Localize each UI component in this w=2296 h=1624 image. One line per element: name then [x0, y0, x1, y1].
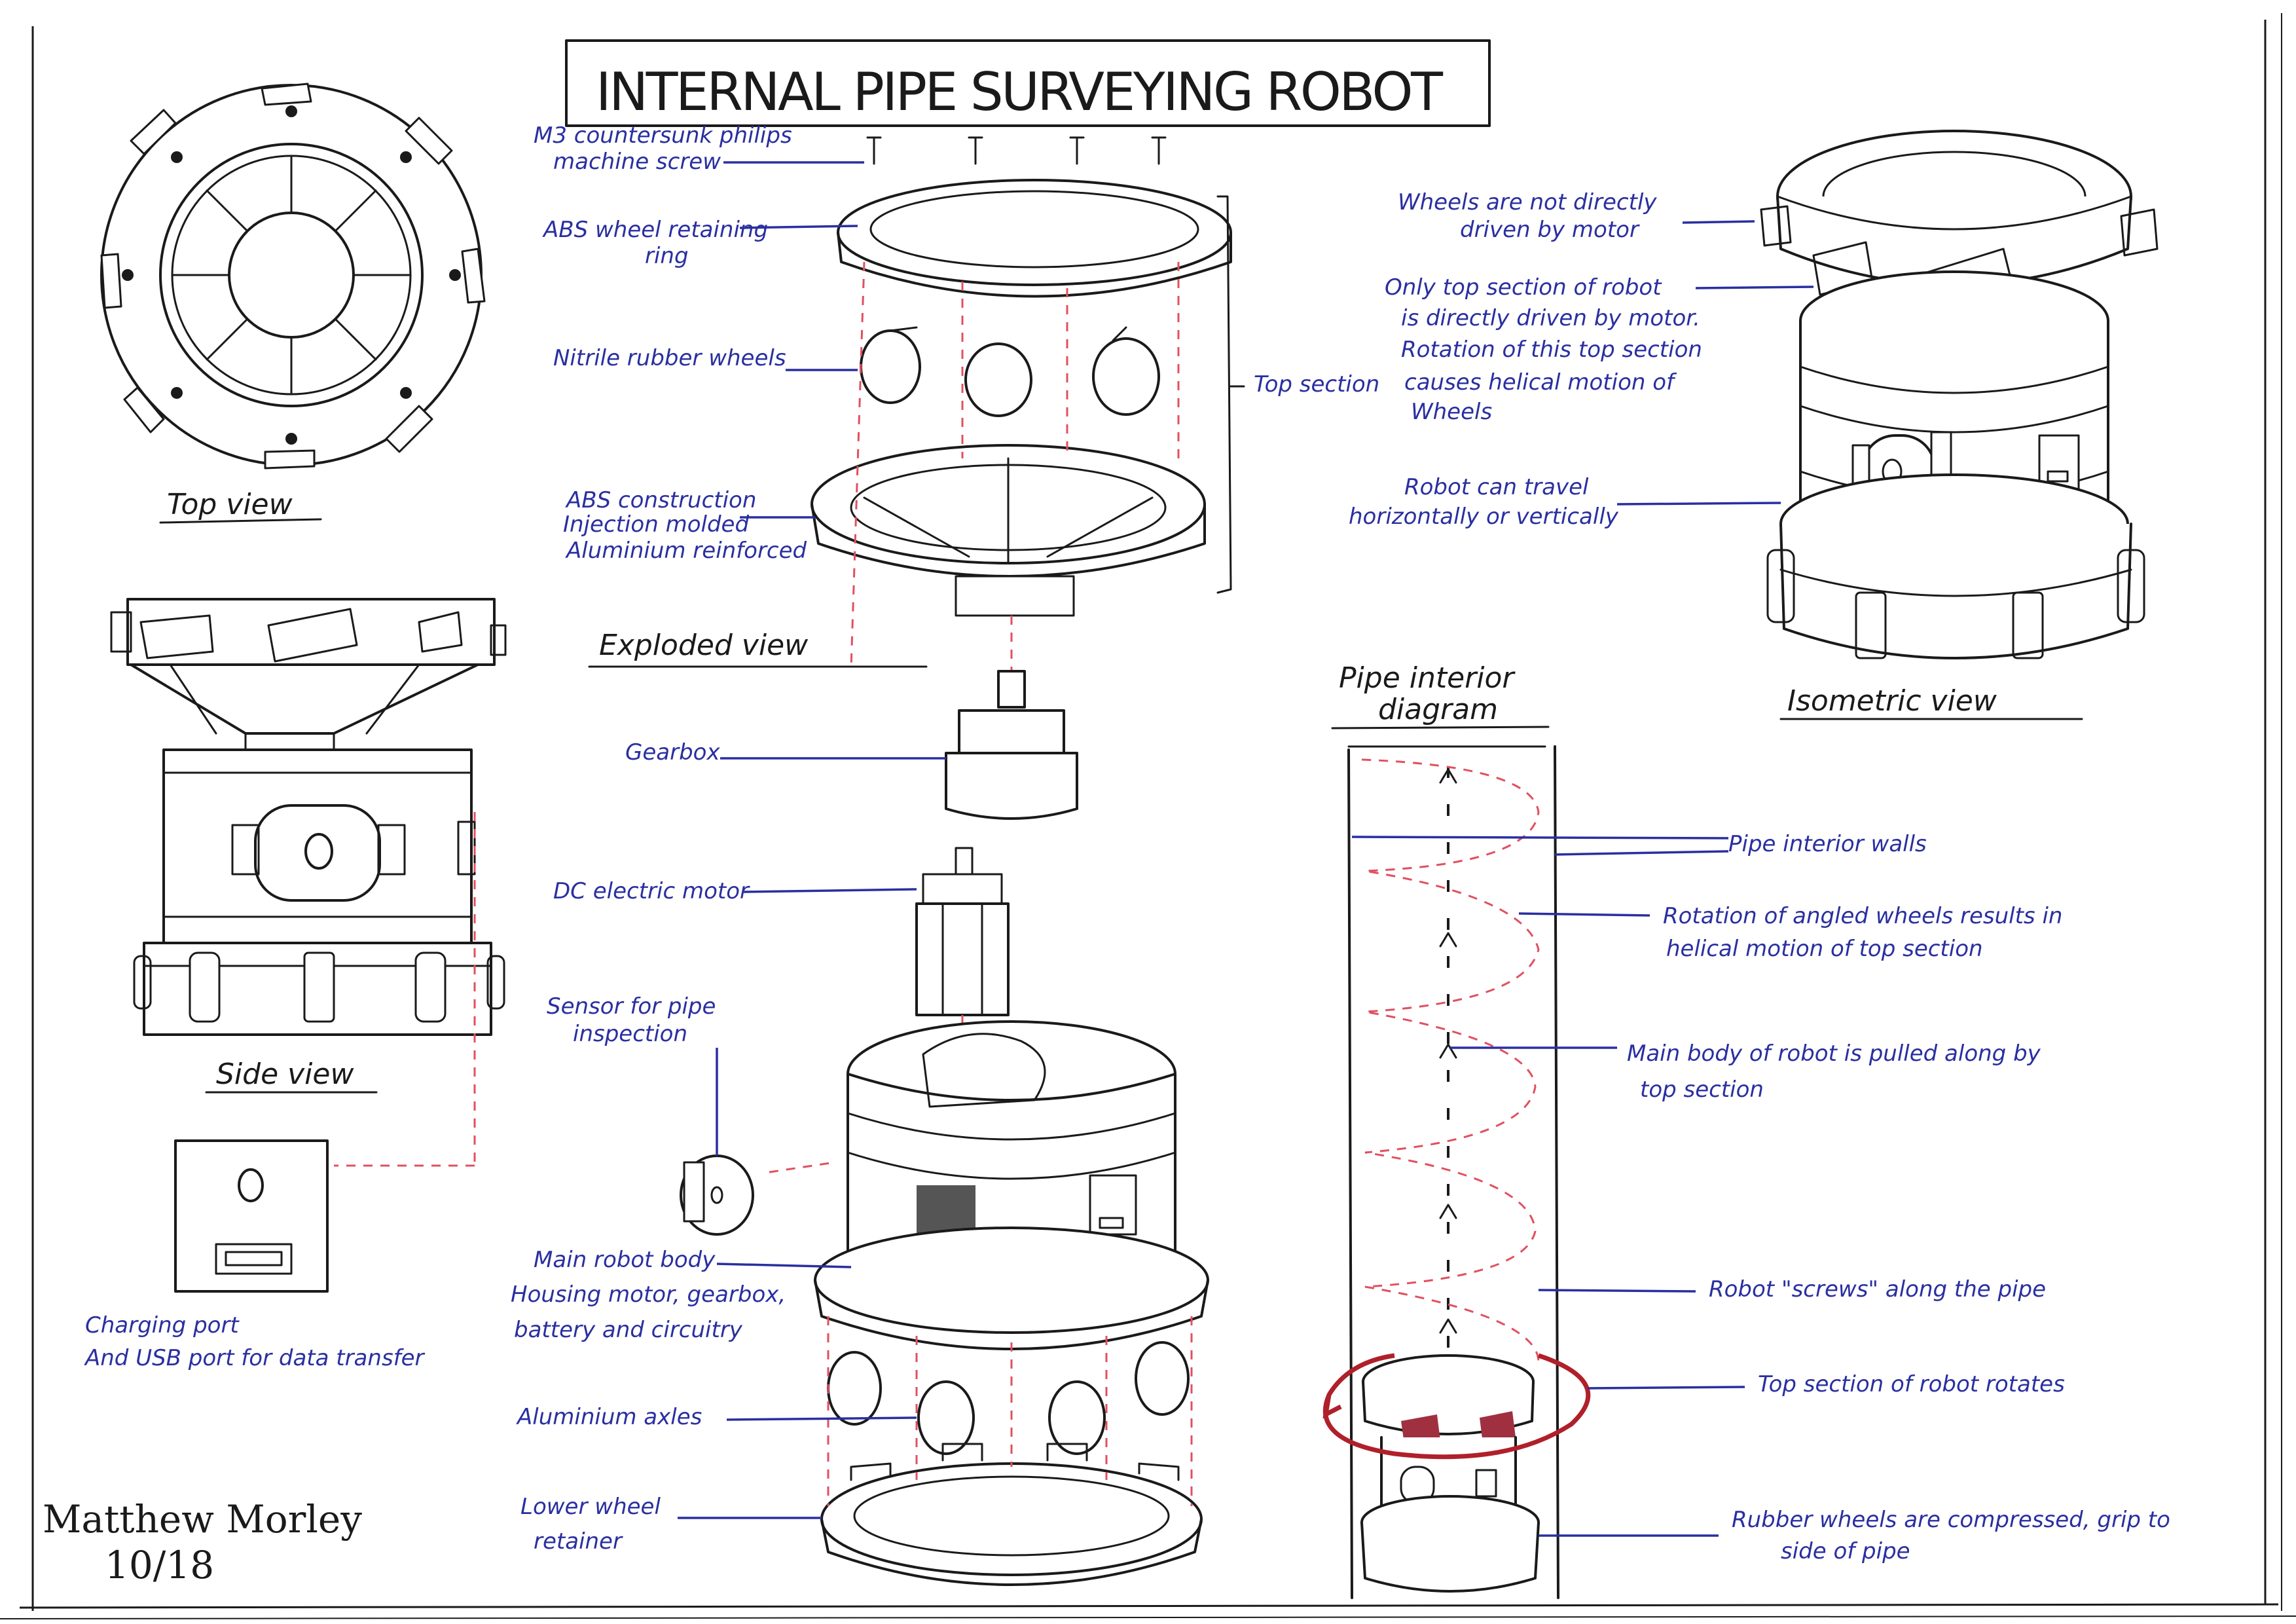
pipe-pulled-label: Main body of robot is pulled along by to…: [1627, 1041, 2048, 1103]
iso-travel-label: Robot can travel horizontally or vertica…: [1349, 474, 1619, 530]
wheels-label: Nitrile rubber wheels: [553, 345, 786, 371]
iso-not-driven-label: Wheels are not directly driven by motor: [1398, 189, 1664, 243]
pipe-annotations: Pipe interior walls Rotation of angled w…: [1351, 831, 2178, 1564]
screw-label: M3 countersunk philips machine screw: [534, 122, 799, 175]
ring-label: ABS wheel retaining ring: [542, 217, 775, 269]
title-block: INTERNAL PIPE SURVEYING ROBOT: [565, 39, 1491, 127]
top-view-wheels: [100, 83, 486, 470]
exploded-view-drawing: Exploded view: [588, 136, 1245, 1586]
motor-label: DC electric motor: [553, 878, 750, 904]
gearbox-label: Gearbox: [625, 739, 720, 766]
ring-screws: [122, 105, 461, 445]
pipe-rotates-label: Top section of robot rotates: [1758, 1371, 2065, 1397]
exploded-annotations: M3 countersunk philips machine screw ABS…: [511, 122, 1379, 1555]
side-view-drawing: Side view: [110, 598, 507, 1167]
axles-label: Aluminium axles: [516, 1404, 702, 1430]
pipe-interior-title: Pipe interior diagram: [1339, 661, 1523, 726]
charging-port-drawing: Charging port And USB port for data tran…: [84, 1139, 426, 1371]
signature-block: Matthew Morley 10/18: [43, 1497, 362, 1587]
author-date: 10/18: [105, 1543, 214, 1587]
top-section-label: Top section: [1254, 371, 1379, 397]
side-view-label: Side view: [216, 1058, 354, 1091]
iso-wheels-bottom: [1766, 549, 2145, 659]
top-view-drawing: Top view: [100, 83, 486, 524]
body-label: Main robot body Housing motor, gearbox, …: [511, 1247, 793, 1343]
screws-row: [866, 136, 1167, 165]
pipe-compressed-label: Rubber wheels are compressed, grip to si…: [1732, 1507, 2178, 1564]
page-title: INTERNAL PIPE SURVEYING ROBOT: [596, 62, 1447, 122]
retainer-label: Lower wheel retainer: [520, 1494, 668, 1555]
construction-label: ABS construction Injection molded Alumin…: [563, 487, 807, 564]
top-view-label: Top view: [167, 488, 293, 521]
sensor-label: Sensor for pipe inspection: [547, 993, 723, 1047]
iso-top-driven-label: Only top section of robot is directly dr…: [1385, 274, 1709, 425]
isometric-annotations: Wheels are not directly driven by motor …: [1349, 189, 1814, 530]
isometric-view-label: Isometric view: [1787, 684, 1997, 718]
pipe-walls-label: Pipe interior walls: [1728, 831, 1927, 857]
isometric-view-drawing: Isometric view: [1760, 130, 2159, 720]
charging-label: Charging port And USB port for data tran…: [84, 1312, 426, 1371]
pipe-screws-label: Robot "screws" along the pipe: [1709, 1276, 2046, 1302]
exploded-view-label: Exploded view: [599, 629, 809, 662]
pipe-interior-drawing: Pipe interior diagram: [1322, 661, 1591, 1599]
exploded-wheels-top: [860, 326, 1160, 417]
exploded-wheels-bottom: [827, 1341, 1190, 1455]
pipe-rotation-label: Rotation of angled wheels results in hel…: [1663, 903, 2069, 962]
direction-arrows: [1439, 768, 1457, 1334]
author-name: Matthew Morley: [43, 1497, 362, 1541]
